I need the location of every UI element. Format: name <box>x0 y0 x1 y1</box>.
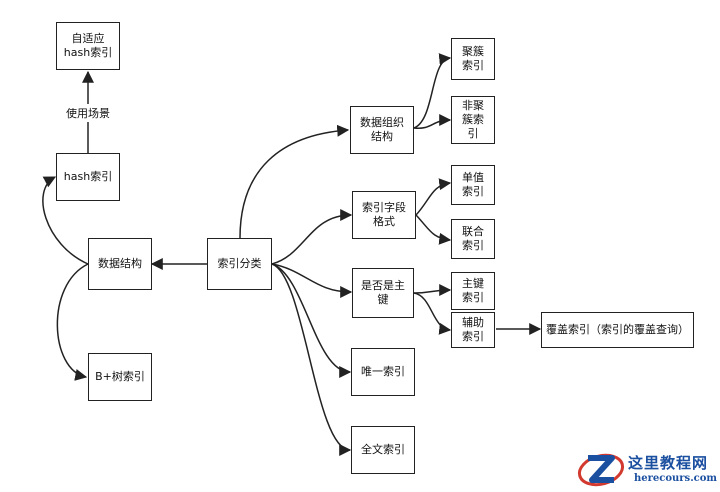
node-adaptive-hash-index: 自适应 hash索引 <box>56 22 120 70</box>
node-secondary-index: 辅助 索引 <box>451 312 495 348</box>
node-primary-key-index: 主键 索引 <box>451 272 495 310</box>
node-composite-index: 联合 索引 <box>451 219 495 259</box>
edge-category-to-organization <box>239 124 350 239</box>
edge-category-to-format <box>271 209 353 265</box>
node-btree-index: B+树索引 <box>88 353 152 401</box>
edge-format-to-composite <box>415 214 452 245</box>
node-field-format: 索引字段 格式 <box>352 191 416 239</box>
watermark-logo <box>577 453 625 487</box>
node-data-structure: 数据结构 <box>88 238 152 290</box>
node-is-primary-key: 是否是主 键 <box>352 268 414 318</box>
edge-category-to-primary <box>271 263 353 298</box>
edge-category-to-fulltext <box>271 263 352 456</box>
node-hash-index: hash索引 <box>56 153 120 201</box>
edge-format-to-single <box>415 178 452 216</box>
label-usage-scenario: 使用场景 <box>64 104 112 122</box>
node-fulltext-index: 全文索引 <box>351 426 415 474</box>
edge-organization-to-clustered <box>413 53 452 129</box>
edge-primary-to-secondary <box>413 292 452 335</box>
node-single-value-index: 单值 索引 <box>451 165 495 205</box>
node-covering-index: 覆盖索引（索引的覆盖查询） <box>541 312 694 348</box>
watermark-url: herecours.com <box>634 473 718 484</box>
edge-structure-to-hash <box>42 176 89 265</box>
watermark-title: 这里教程网 <box>628 454 709 472</box>
node-unique-index: 唯一索引 <box>351 348 415 396</box>
node-data-organization: 数据组织 结构 <box>350 106 414 154</box>
node-index-category: 索引分类 <box>207 238 272 290</box>
node-clustered-index: 聚簇 索引 <box>451 38 495 80</box>
watermark: 这里教程网 herecours.com <box>574 448 720 492</box>
edge-structure-to-btree <box>56 263 89 381</box>
edge-category-to-unique <box>271 263 352 378</box>
edge-organization-to-nonclustered <box>413 114 452 129</box>
edge-primary-to-key <box>413 284 452 297</box>
node-non-clustered-index: 非聚 簇索 引 <box>451 96 495 144</box>
